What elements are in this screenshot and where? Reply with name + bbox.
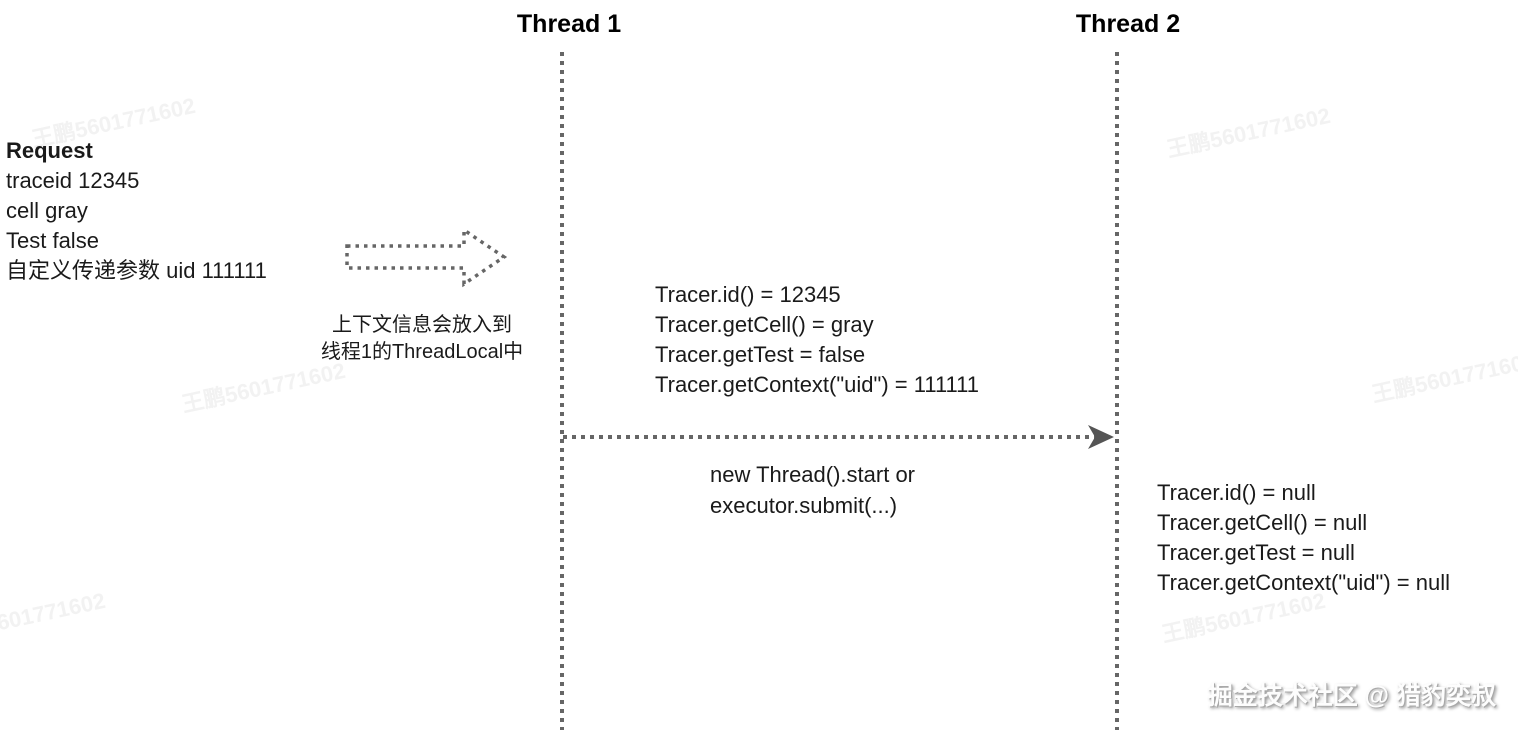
- thread1-lifeline: [560, 52, 564, 730]
- context-line: Tracer.getCell() = gray: [655, 312, 874, 337]
- request-info: Request traceid 12345 cell gray Test fal…: [6, 136, 267, 286]
- transfer-arrowhead-icon: [1088, 425, 1114, 449]
- background-watermark: 王鹏5601771602: [1369, 347, 1518, 407]
- transfer-arrow-line: [563, 435, 1096, 439]
- context-line: Tracer.id() = 12345: [655, 282, 841, 307]
- request-block-arrow-icon: [345, 227, 508, 288]
- transfer-label-line: executor.submit(...): [710, 493, 898, 518]
- context-line: Tracer.getTest = false: [655, 342, 866, 367]
- request-arrow-caption: 上下文信息会放入到 线程1的ThreadLocal中: [282, 312, 562, 366]
- context-line: Tracer.getTest = null: [1157, 540, 1355, 565]
- thread1-context: Tracer.id() = 12345 Tracer.getCell() = g…: [655, 280, 979, 400]
- transfer-label-line: new Thread().start or: [710, 462, 916, 487]
- caption-line: 上下文信息会放入到: [332, 314, 512, 336]
- context-line: Tracer.getContext("uid") = 111111: [655, 372, 979, 397]
- request-line: cell gray: [6, 198, 88, 223]
- request-line: traceid 12345: [6, 168, 140, 193]
- context-line: Tracer.getContext("uid") = null: [1157, 570, 1450, 595]
- thread2-lifeline: [1115, 52, 1119, 730]
- brand-watermark: 掘金技术社区 @ 猎豹奕叔: [1207, 682, 1496, 710]
- background-watermark: 王鹏5601771602: [0, 587, 108, 647]
- caption-line: 线程1的ThreadLocal中: [320, 341, 524, 363]
- background-watermark: 王鹏5601771602: [1164, 102, 1333, 162]
- request-title: Request: [6, 138, 93, 163]
- thread2-title: Thread 2: [1075, 10, 1181, 38]
- request-line: Test false: [6, 228, 99, 253]
- transfer-label: new Thread().start or executor.submit(..…: [710, 459, 915, 521]
- context-line: Tracer.getCell() = null: [1157, 510, 1368, 535]
- thread1-title: Thread 1: [516, 10, 622, 38]
- thread2-context: Tracer.id() = null Tracer.getCell() = nu…: [1157, 478, 1450, 598]
- context-line: Tracer.id() = null: [1157, 480, 1316, 505]
- request-line: 自定义传递参数 uid 111111: [6, 258, 267, 283]
